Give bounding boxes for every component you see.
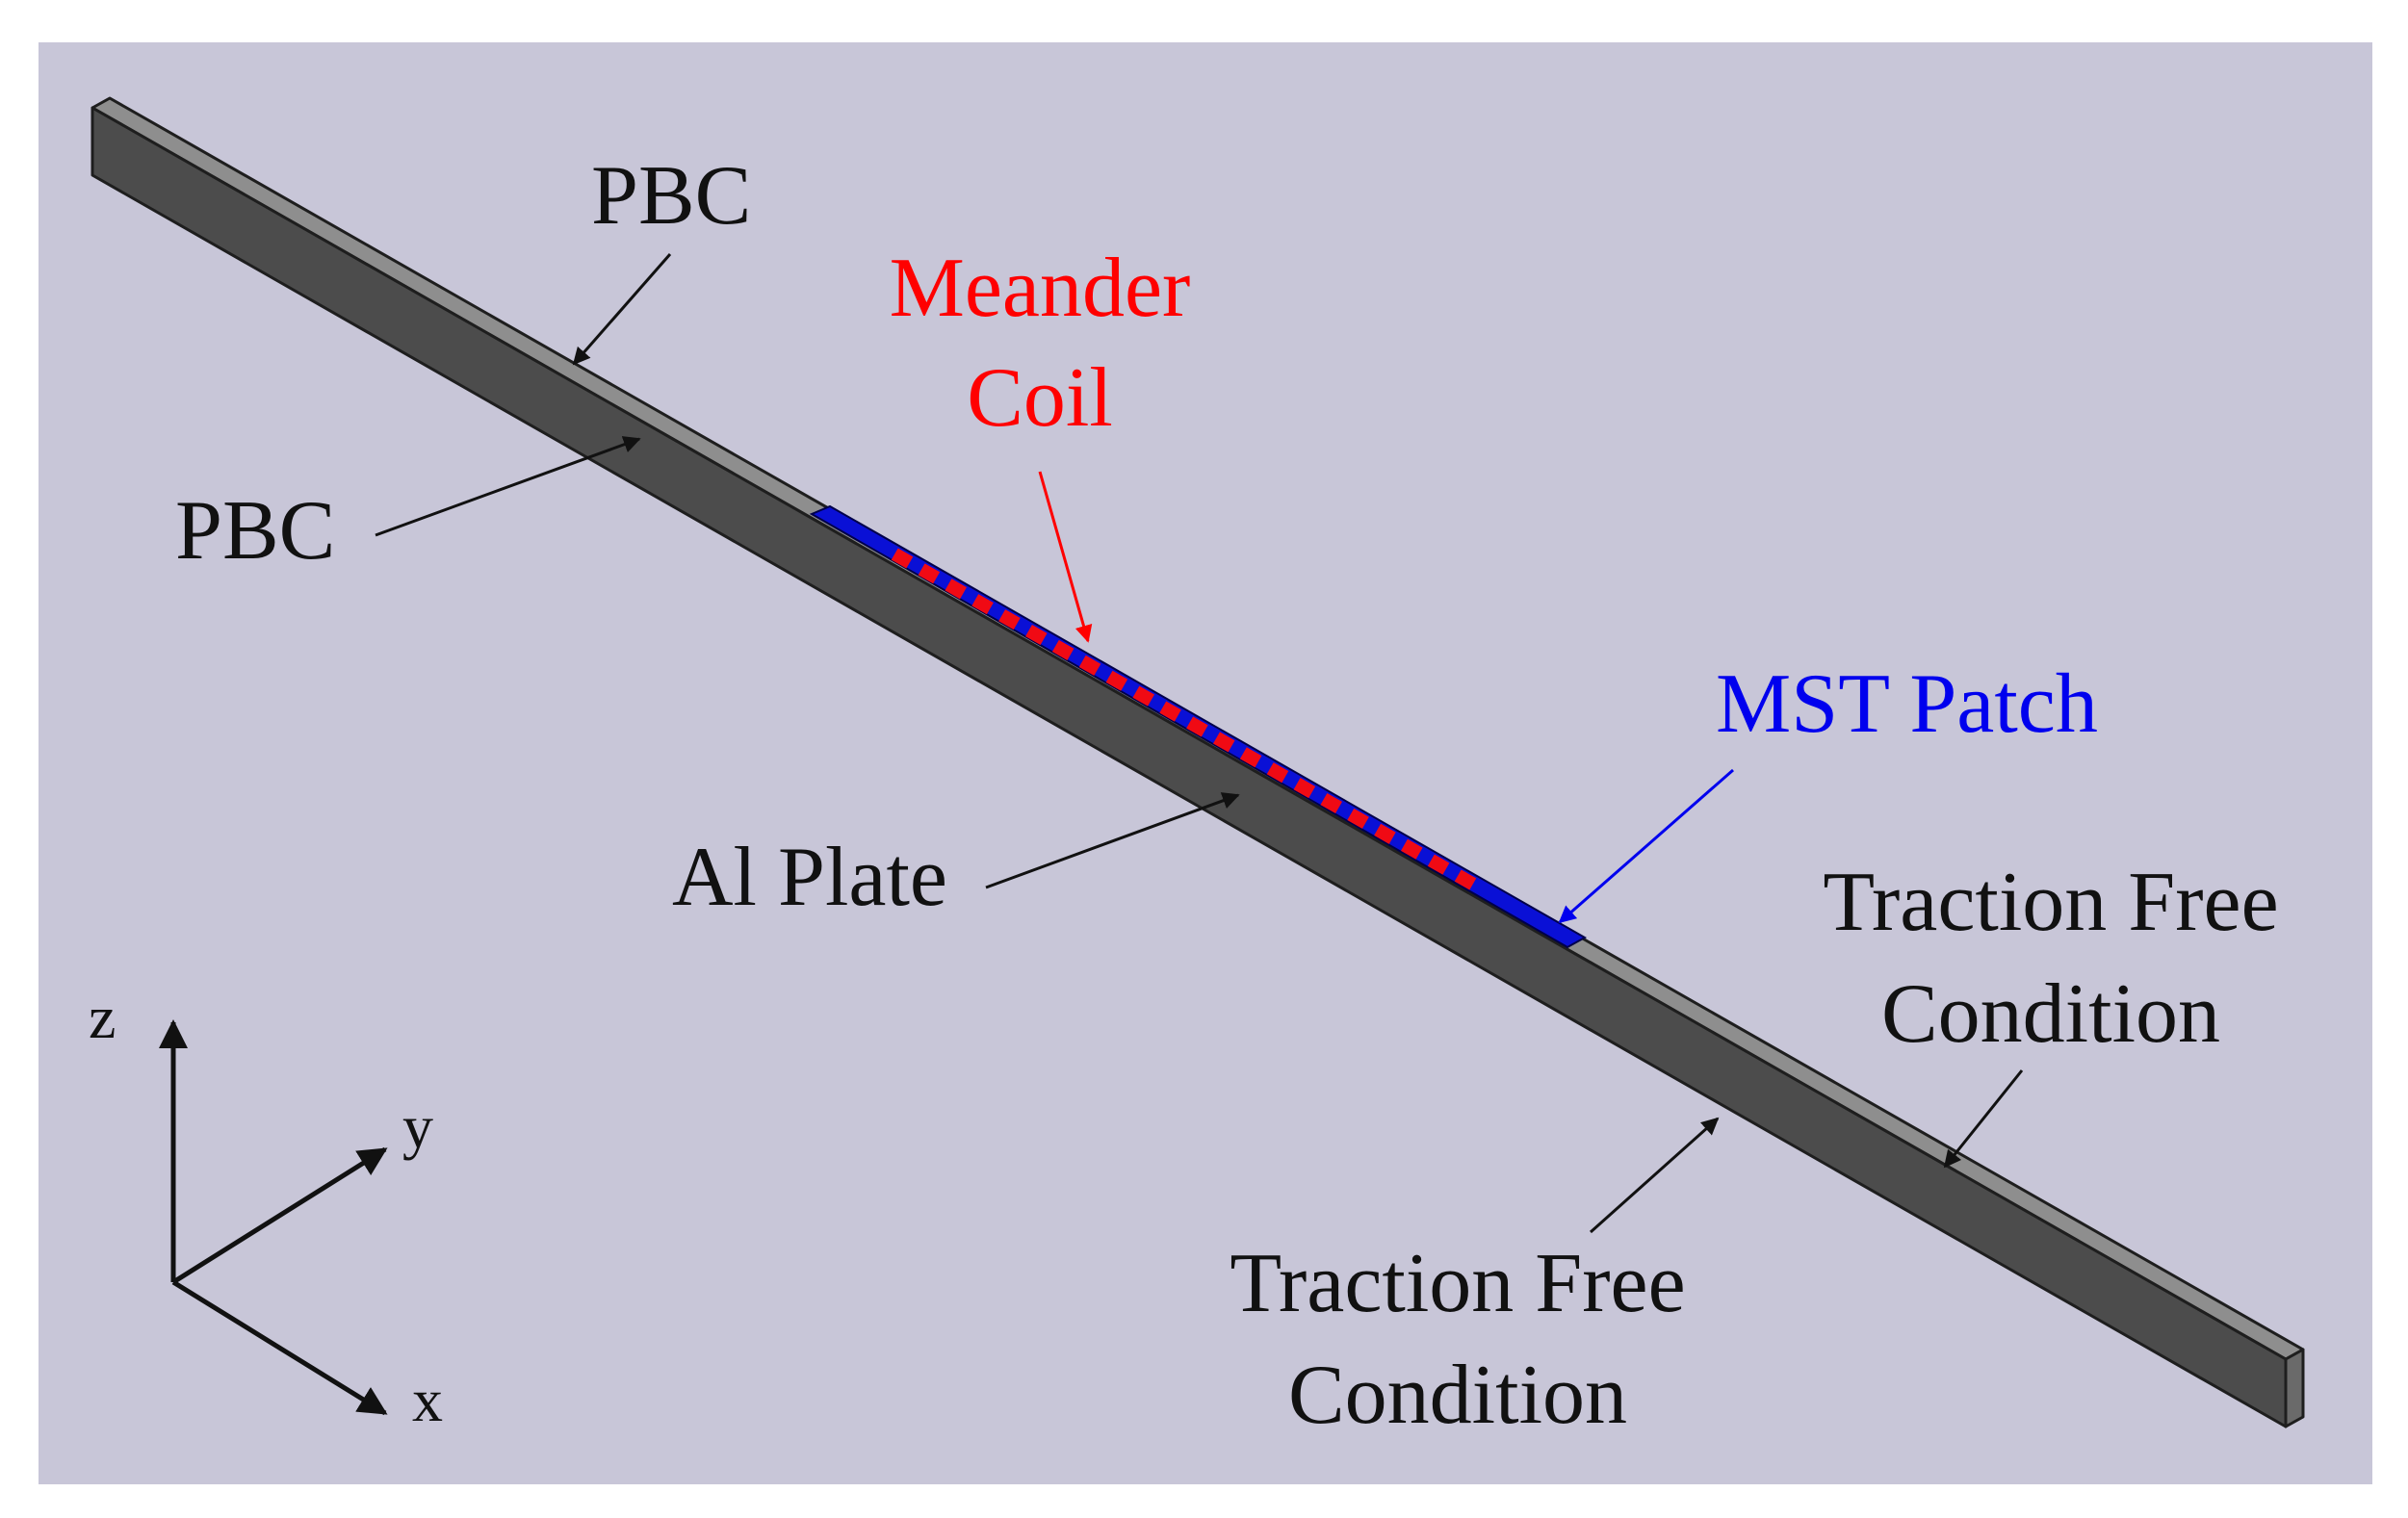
coil-segment <box>1051 639 1075 660</box>
coil-segment <box>1078 655 1101 676</box>
x-axis-arrow <box>171 1279 388 1416</box>
meander-coil <box>891 548 1477 890</box>
pbc-top-label: PBC <box>591 149 751 243</box>
coil-segment <box>1320 792 1342 814</box>
mst-patch-label: MST Patch <box>1716 657 2098 751</box>
traction-right-label-line2: Condition <box>1881 967 2220 1061</box>
coil-segment <box>1025 624 1048 646</box>
leader-lines <box>375 253 2024 1234</box>
coil-segment <box>1401 838 1423 860</box>
axis-triad <box>159 1019 388 1416</box>
y-axis-label: y <box>402 1093 433 1161</box>
meander-coil-label-line2: Coil <box>967 351 1113 445</box>
traction-bottom-label-line2: Condition <box>1288 1349 1627 1442</box>
coil-segment <box>1374 823 1396 844</box>
traction-bottom-label-line1: Traction Free <box>1230 1237 1685 1330</box>
plate-end-face <box>2284 1348 2305 1428</box>
y-axis-arrow <box>171 1146 388 1285</box>
coil-segment <box>971 594 994 615</box>
coil-segment <box>1239 747 1262 768</box>
coil-segment <box>1454 869 1477 890</box>
coil-segment <box>1186 716 1208 737</box>
coil-segment <box>1159 701 1181 722</box>
pbc-side-label: PBC <box>175 484 335 578</box>
coil-segment <box>918 563 941 584</box>
meander-coil-leader <box>1038 471 1093 643</box>
coil-segment <box>1293 778 1316 799</box>
coil-segment <box>1132 685 1154 707</box>
coil-segment <box>1105 670 1128 691</box>
al-plate-label: Al Plate <box>672 831 947 924</box>
pbc-side-leader <box>375 436 641 537</box>
coil-segment <box>998 609 1021 630</box>
coil-segment <box>1213 732 1235 753</box>
coil-segment <box>945 579 967 600</box>
x-axis-label: x <box>412 1366 443 1434</box>
z-axis-label: z <box>89 983 116 1051</box>
traction-right-leader <box>1943 1069 2024 1169</box>
coil-segment <box>1266 762 1289 784</box>
al-plate-leader <box>985 792 1240 889</box>
coil-segment <box>891 548 914 569</box>
mst-patch-leader <box>1558 768 1734 924</box>
meander-coil-label-line1: Meander <box>890 242 1191 335</box>
coil-segment <box>1347 808 1369 829</box>
traction-right-label-line1: Traction Free <box>1823 856 2278 949</box>
pbc-top-leader <box>572 253 672 366</box>
coil-segment <box>1427 854 1450 875</box>
traction-bottom-leader <box>1590 1117 1720 1234</box>
